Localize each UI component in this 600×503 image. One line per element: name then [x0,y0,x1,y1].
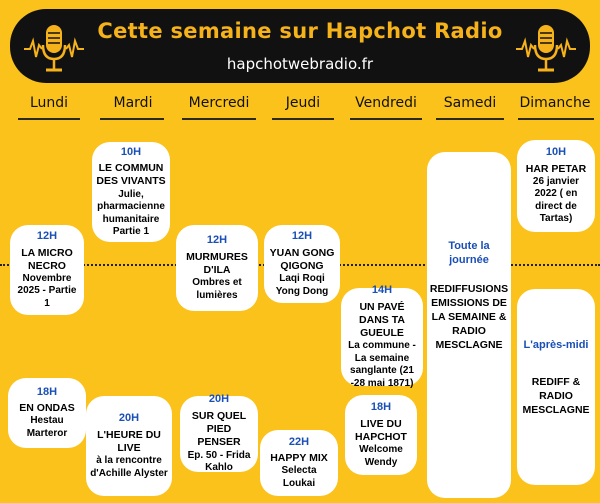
day-dimanche: Dimanche [519,95,591,111]
day-lundi: Lundi [29,95,69,111]
show-card-mercredi-12h[interactable]: 12H MURMURES D'ILA Ombres et lumières [176,225,258,311]
show-card-dimanche-10h[interactable]: 10H HAR PETAR 26 janvier 2022 ( en direc… [517,140,595,232]
day-mercredi: Mercredi [188,95,250,111]
divider [518,118,594,120]
show-time: 20H [208,393,230,406]
show-title: REDIFF & RADIO MESCLAGNE [522,375,590,417]
divider [100,118,164,120]
show-time: 14H [371,283,393,296]
show-detail: Julie, pharmacienne humanitaire Partie 1 [97,188,165,238]
microphone-icon [24,25,84,72]
show-card-vendredi-14h[interactable]: 14H UN PAVÉ DANS TA GUEULE La commune - … [341,284,423,389]
day-vendredi: Vendredi [355,95,417,111]
show-time: 12H [206,234,228,246]
show-time: 22H [288,435,310,448]
show-title: EN ONDAS [19,402,75,415]
show-title: HAPPY MIX [270,452,328,465]
show-card-mercredi-20h[interactable]: 20H SUR QUEL PIED PENSER Ep. 50 - Frida … [180,393,258,474]
show-title: SUR QUEL PIED PENSER [191,410,247,449]
show-time: 10H [545,146,567,159]
show-card-lundi-18h[interactable]: 18H EN ONDAS Hestau Marteror [8,378,86,448]
show-time: 18H [370,401,392,413]
show-title: L'HEURE DU LIVE [97,428,161,454]
show-title: REDIFFUSIONS EMISSIONS DE LA SEMAINE & R… [429,282,509,352]
show-title: LA MICRO NECRO [21,246,73,272]
day-samedi: Samedi [443,95,497,111]
divider [436,118,504,120]
show-title: UN PAVÉ DANS TA GUEULE [359,300,405,339]
header-banner: Cette semaine sur Hapchot Radio hapchotw… [10,9,590,83]
website-url: hapchotwebradio.fr [226,55,374,73]
show-time: Toute la journée [448,240,490,266]
show-detail: Welcome Wendy [359,444,403,468]
show-title: LE COMMUN DES VIVANTS [96,162,166,188]
show-time: 12H [291,230,313,242]
show-detail: Ep. 50 - Frida Kahlo [187,449,251,474]
show-detail: à la rencontre d'Achille Alyster [90,455,168,479]
show-time: L'après-midi [523,339,589,351]
show-detail: Novembre 2025 - Partie 1 [17,272,77,309]
show-detail: Ombres et lumières [192,277,242,301]
show-card-mardi-10h[interactable]: 10H LE COMMUN DES VIVANTS Julie, pharmac… [92,142,170,242]
show-card-dimanche-apres-midi[interactable]: L'après-midi REDIFF & RADIO MESCLAGNE [517,289,595,485]
show-detail: Laqi Roqi Yong Dong [275,273,329,297]
divider [272,118,334,120]
show-card-jeudi-12h[interactable]: 12H YUAN GONG QIGONG Laqi Roqi Yong Dong [264,225,340,303]
divider [350,118,422,120]
show-title: HAR PETAR [525,162,587,175]
show-card-vendredi-18h[interactable]: 18H LIVE DU HAPCHOT Welcome Wendy [345,395,417,475]
show-card-mardi-20h[interactable]: 20H L'HEURE DU LIVE à la rencontre d'Ach… [86,396,172,496]
show-time: 20H [118,412,140,424]
divider [18,118,80,120]
microphone-icon [516,25,576,72]
divider [182,118,256,120]
show-title: LIVE DU HAPCHOT [355,417,407,443]
show-card-jeudi-22h[interactable]: 22H HAPPY MIX Selecta Loukai [260,430,338,496]
show-title: YUAN GONG QIGONG [269,246,335,272]
show-detail: Hestau Marteror [26,415,68,439]
show-card-lundi-12h[interactable]: 12H LA MICRO NECRO Novembre 2025 - Parti… [10,225,84,315]
show-time: 10H [120,145,142,158]
show-title: MURMURES D'ILA [186,250,248,276]
show-detail: Selecta Loukai [281,465,317,489]
show-card-samedi[interactable]: Toute la journée REDIFFUSIONS EMISSIONS … [427,152,511,498]
day-mardi: Mardi [113,95,153,111]
show-detail: La commune - La semaine sanglante (21 -2… [348,340,416,389]
show-time: 18H [36,385,58,398]
show-time: 12H [36,229,58,242]
page-title: Cette semaine sur Hapchot Radio [97,19,503,43]
day-jeudi: Jeudi [285,95,321,111]
show-detail: 26 janvier 2022 ( en direct de Tartas) [532,175,580,225]
